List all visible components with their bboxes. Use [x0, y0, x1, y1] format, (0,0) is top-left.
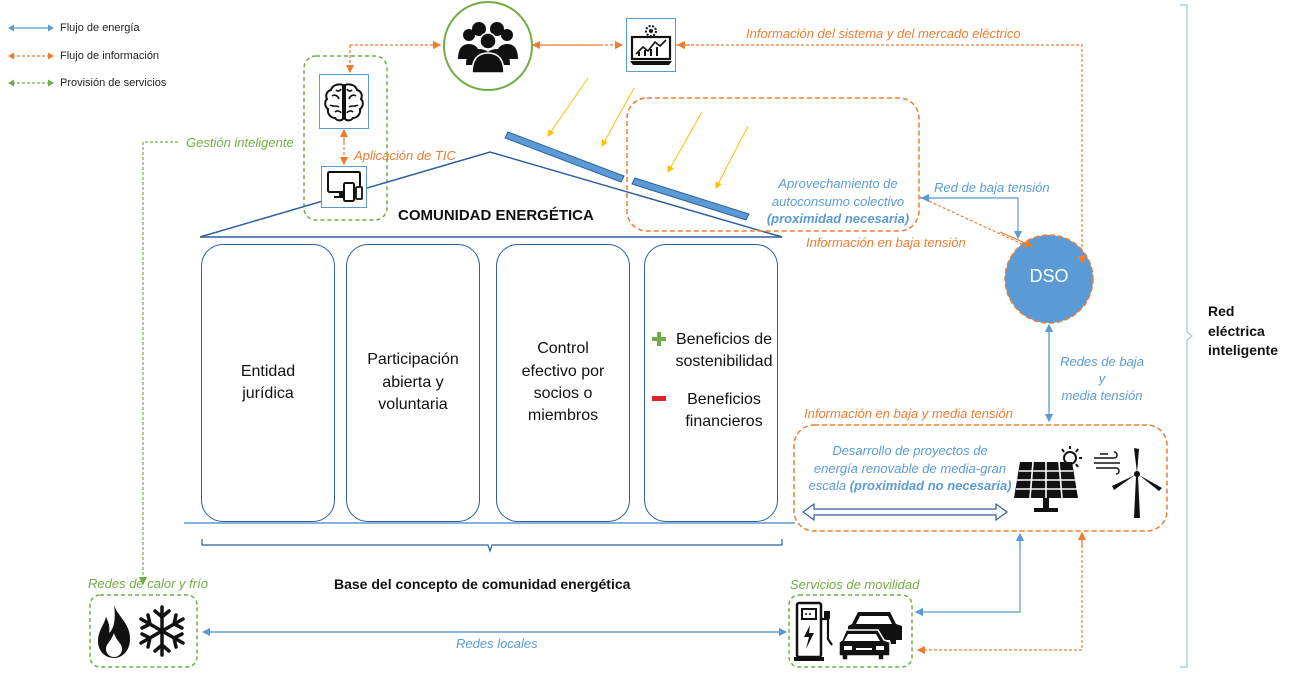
legend-information: Flujo de información	[8, 50, 159, 62]
low-voltage-info-label: Información en baja tensión	[806, 235, 966, 250]
autoconsumo-box	[626, 97, 920, 232]
community-members-node	[443, 1, 533, 91]
cars-icon	[838, 612, 902, 661]
pillar-legal-entity: Entidad jurídica	[201, 244, 335, 522]
autoconsumo-bold-label: (proximidad necesaria)	[766, 211, 910, 227]
large-scale-label: Desarrollo de proyectos de energía renov…	[808, 443, 1007, 494]
heat-box	[89, 594, 198, 668]
pillar-effective-control: Control efectivo por socios o miembros	[496, 244, 630, 522]
large-scale-bold-label: (proximidad no necesaria)	[849, 478, 1012, 494]
service-arrow-icon	[8, 79, 54, 87]
low-medium-info-label: Información en baja y media tensión	[804, 406, 1013, 421]
wind-icon	[1094, 451, 1120, 475]
solar-panel-group	[1014, 446, 1082, 512]
heat-networks-label: Redes de calor y frío	[88, 576, 208, 591]
smart-management-label: Gestión inteligente	[186, 135, 294, 150]
devices-icon	[327, 171, 363, 202]
autoconsumo-text: Aprovechamiento de autoconsumo colectivo…	[760, 175, 916, 228]
pillar-label: Participación abierta y voluntaria	[367, 351, 459, 414]
roof-panel-1	[504, 131, 625, 183]
system-monitor-node	[626, 18, 676, 72]
legend-label: Flujo de información	[60, 50, 160, 62]
base-concept-label: Base del concepto de comunidad energétic…	[334, 576, 631, 592]
pillar-open-participation: Participación abierta y voluntaria	[346, 244, 480, 522]
legend-label: Flujo de energía	[60, 22, 140, 34]
benefit-label: Beneficios financieros	[685, 391, 763, 431]
brain-icon	[324, 82, 364, 121]
ev-charger-icon	[794, 601, 833, 661]
roof-panel-2	[631, 177, 750, 221]
pillar-label: Control efectivo por socios o miembros	[521, 340, 605, 425]
pillar-benefits: Beneficios de sostenibilidad Beneficios …	[644, 244, 778, 522]
minus-icon	[652, 396, 666, 401]
ict-application-label: Aplicación de TIC	[354, 148, 456, 163]
smart-management-node	[319, 74, 369, 129]
smart-grid-bracket	[1180, 4, 1193, 668]
autoconsumo-label: Aprovechamiento de autoconsumo colectivo	[771, 176, 905, 209]
dso-circle	[1004, 234, 1094, 324]
house-roof	[199, 151, 783, 238]
large-scale-text: Desarrollo de proyectos de energía renov…	[804, 442, 1016, 495]
solar-panel-icon	[1014, 461, 1078, 512]
mobility-label: Servicios de movilidad	[790, 577, 920, 592]
benefit-sustainability: Beneficios de sostenibilidad	[644, 331, 778, 375]
ict-group-box	[303, 55, 388, 221]
legend-label: Provisión de servicios	[60, 77, 167, 89]
legend-services: Provisión de servicios	[8, 77, 166, 89]
large-scale-box	[793, 424, 1168, 532]
mobility-box	[788, 594, 913, 668]
smart-grid-label: Red eléctrica inteligente	[1208, 303, 1279, 359]
flame-icon	[98, 605, 130, 658]
benefit-label: Beneficios de sostenibilidad	[675, 331, 773, 371]
legend-energy: Flujo de energía	[8, 22, 140, 34]
double-arrow	[801, 502, 1009, 522]
plus-icon	[652, 332, 666, 346]
wind-group	[1094, 448, 1162, 518]
benefit-financial: Beneficios financieros	[644, 391, 778, 435]
ict-devices-node	[321, 166, 367, 208]
wind-turbine-icon	[1112, 448, 1162, 518]
monitor-chart-icon	[630, 25, 672, 65]
local-networks-label: Redes locales	[456, 636, 538, 651]
low-medium-grid-label: Redes de baja y media tensión	[1060, 354, 1144, 403]
house-title: COMUNIDAD ENERGÉTICA	[398, 207, 594, 224]
people-icon	[458, 22, 518, 73]
snowflake-icon	[139, 605, 185, 657]
info-arrow-icon	[8, 52, 54, 60]
base-brace	[201, 539, 783, 553]
system-market-info-label: Información del sistema y del mercado el…	[746, 26, 1021, 41]
dso-label: DSO	[1029, 266, 1069, 286]
low-voltage-grid-label: Red de baja tensión	[934, 180, 1050, 195]
pillar-label: Entidad jurídica	[240, 362, 296, 402]
energy-arrow-icon	[8, 24, 54, 32]
